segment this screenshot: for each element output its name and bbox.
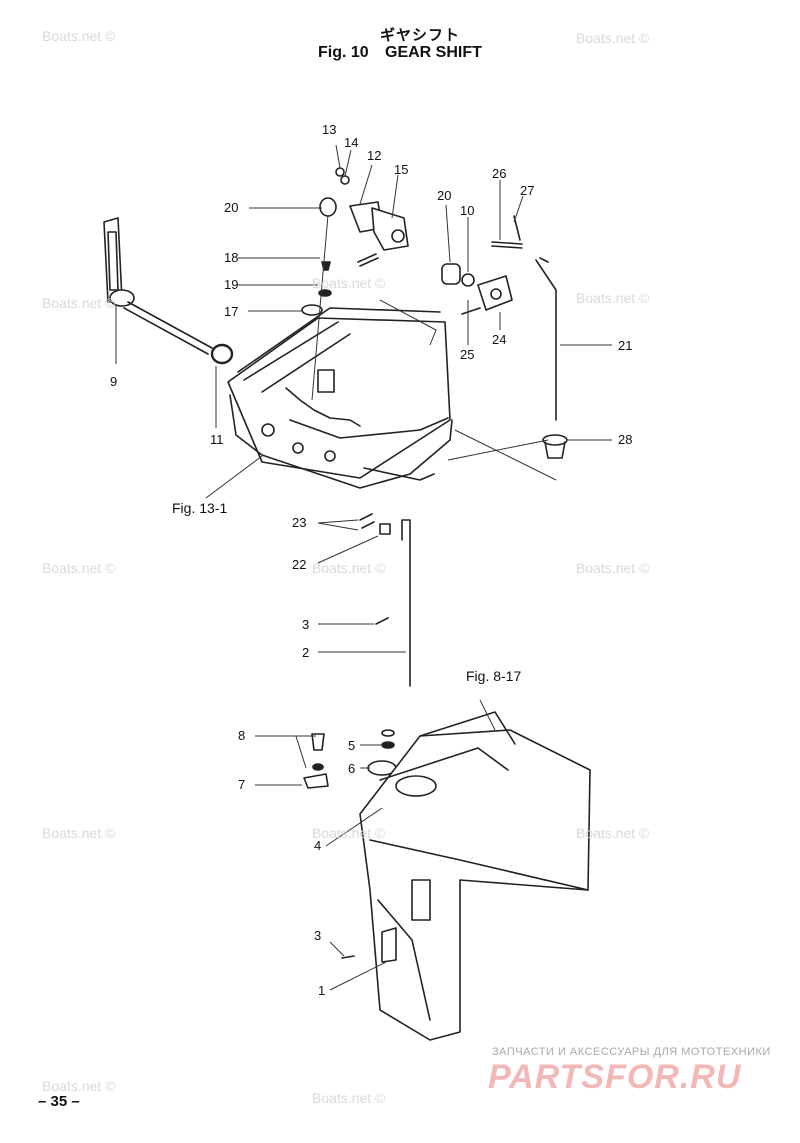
ad-tagline: ЗАПЧАСТИ И АКСЕССУАРЫ ДЛЯ МОТОТЕХНИКИ (492, 1046, 771, 1058)
ad-logo: PARTSFOR.RU (488, 1058, 742, 1096)
watermark: Boats.net © (42, 825, 116, 841)
watermark: Boats.net © (576, 825, 650, 841)
watermark: Boats.net © (312, 275, 386, 291)
title-japanese: ギヤシフト (380, 27, 461, 44)
page-number: – 35 – (38, 1093, 80, 1110)
part-label-6: 6 (348, 761, 356, 776)
part-label-24: 24 (492, 332, 507, 347)
part-label-2: 2 (302, 645, 310, 660)
figure-number: Fig. 10 (318, 44, 369, 61)
watermark: Boats.net © (42, 1078, 116, 1094)
part-label-14: 14 (344, 135, 359, 150)
watermark: Boats.net © (576, 560, 650, 576)
watermark: Boats.net © (576, 290, 650, 306)
watermark: Boats.net © (42, 28, 116, 44)
part-label-11: 11 (210, 432, 224, 447)
part-label-25: 25 (460, 347, 475, 362)
part-label-3-upper: 3 (302, 617, 310, 632)
part-label-23: 23 (292, 515, 307, 530)
part-label-4: 4 (314, 838, 322, 853)
part-label-7: 7 (238, 777, 246, 792)
part-label-1: 1 (318, 983, 326, 998)
part-label-28: 28 (618, 432, 633, 447)
watermark: Boats.net © (576, 30, 650, 46)
part-label-26: 26 (492, 166, 507, 181)
part-label-12: 12 (367, 148, 382, 163)
figure-title: GEAR SHIFT (385, 44, 482, 61)
fig-ref-13-1: Fig. 13-1 (172, 500, 228, 516)
watermark: Boats.net © (312, 825, 386, 841)
watermark: Boats.net © (42, 560, 116, 576)
part-label-18: 18 (224, 250, 239, 265)
watermark: Boats.net © (312, 1090, 386, 1106)
part-label-20-right: 20 (437, 188, 452, 203)
part-label-21: 21 (618, 338, 633, 353)
part-label-3-lower: 3 (314, 928, 322, 943)
part-label-22: 22 (292, 557, 307, 572)
part-label-15: 15 (394, 162, 409, 177)
part-label-19: 19 (224, 277, 239, 292)
watermark: Boats.net © (42, 295, 116, 311)
watermark: Boats.net © (312, 560, 386, 576)
part-label-5: 5 (348, 738, 356, 753)
part-label-27: 27 (520, 183, 535, 198)
part-label-17: 17 (224, 304, 239, 319)
part-label-9: 9 (110, 374, 118, 389)
part-label-13: 13 (322, 122, 337, 137)
fig-ref-8-17: Fig. 8-17 (466, 668, 522, 684)
part-label-8: 8 (238, 728, 246, 743)
part-label-10: 10 (460, 203, 475, 218)
part-label-20-left: 20 (224, 200, 239, 215)
